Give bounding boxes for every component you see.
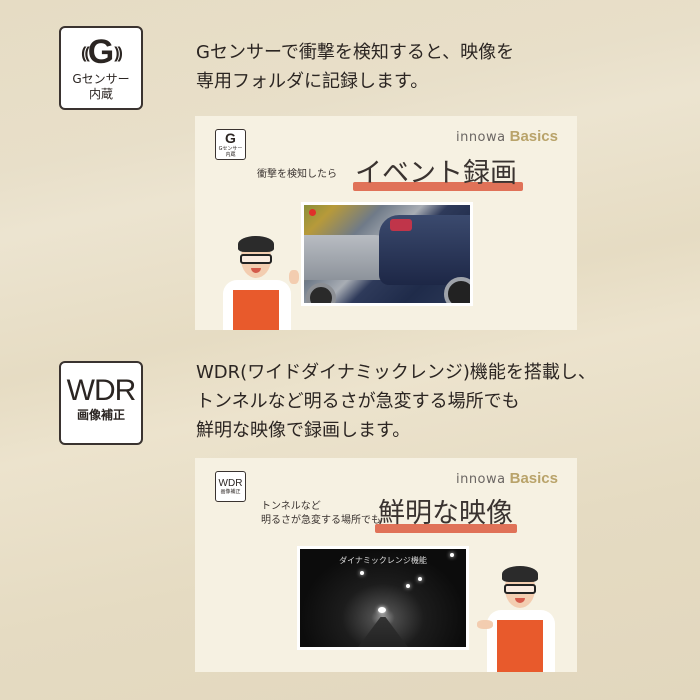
g-sensor-description: Gセンサーで衝撃を検知すると、映像を 専用フォルダに記録します。	[196, 42, 515, 92]
lead-text: 明るさが急変する場所でも	[261, 515, 381, 526]
tunnel-photo: ダイナミックレンジ機能	[297, 546, 469, 650]
mascot-character	[477, 566, 563, 672]
badge-label: Gセンサー	[72, 72, 130, 87]
recording-dot-icon	[309, 209, 316, 216]
headline-underline	[353, 182, 523, 191]
headline-underline	[375, 524, 517, 533]
g-sensor-badge: ((G)) Gセンサー 内蔵	[59, 26, 143, 110]
mini-wdr-badge: WDR 画像補正	[215, 471, 246, 502]
mascot-character	[219, 236, 299, 330]
mini-g-sensor-badge: G Gセンサー 内蔵	[215, 129, 246, 160]
wdr-badge: WDR 画像補正	[59, 361, 143, 445]
wdr-icon: WDR	[66, 374, 137, 407]
lead-text: トンネルなど	[261, 501, 321, 512]
g-sensor-icon: ((G))	[81, 33, 123, 71]
photo-caption: ダイナミックレンジ機能	[339, 556, 427, 565]
wdr-description: WDR(ワイドダイナミックレンジ)機能を搭載し、 トンネルなど明るさが急変する場…	[196, 362, 596, 441]
car-collision-photo	[301, 202, 473, 306]
headline: イベント録画	[355, 158, 517, 189]
badge-label: 画像補正	[76, 408, 125, 422]
badge-label: 内蔵	[88, 87, 113, 102]
lead-text: 衝撃を検知したら	[257, 169, 337, 180]
headline: 鮮明な映像	[378, 498, 513, 529]
